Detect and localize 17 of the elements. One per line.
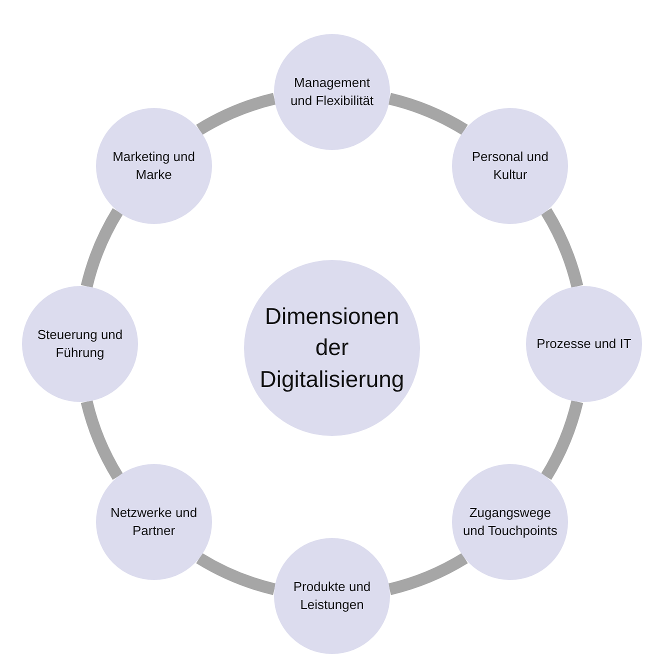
circle-label: Steuerung und Führung — [36, 326, 124, 362]
circle-label: Produkte und Leistungen — [292, 578, 372, 614]
circle-label: Dimensionen der Digitalisierung — [258, 302, 406, 394]
ring-segment — [196, 552, 276, 596]
ring-segment — [388, 92, 468, 136]
circle-label: Personal und Kultur — [470, 148, 550, 184]
circle-label: Zugangswege und Touchpoints — [462, 504, 558, 540]
circle-label: Marketing und Marke — [112, 148, 196, 184]
ring-segment — [80, 400, 124, 480]
circle-label: Netzwerke und Partner — [109, 504, 198, 540]
circle-label: Prozesse und IT — [536, 334, 632, 353]
circle-label: Management und Flexibilität — [289, 74, 375, 110]
ring-segment — [80, 208, 124, 288]
ring-segment — [540, 208, 584, 288]
ring-segment — [196, 92, 276, 136]
ring-segment — [388, 552, 468, 596]
ring-segment — [540, 400, 584, 480]
